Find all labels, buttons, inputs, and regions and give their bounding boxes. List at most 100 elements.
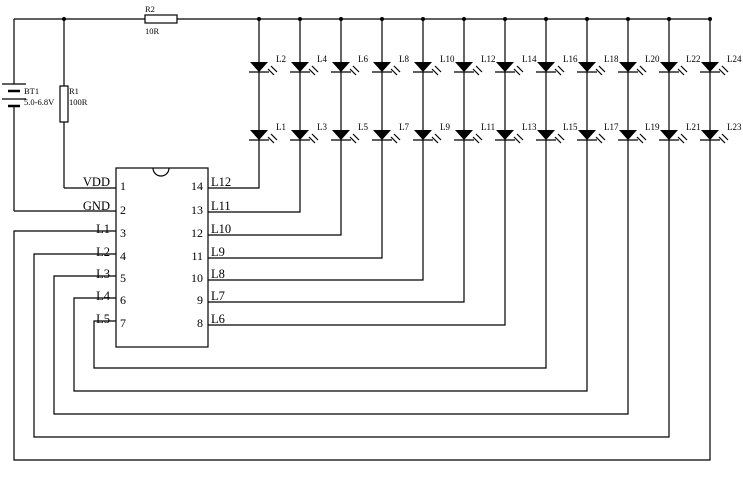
- pin-2-label: GND: [83, 199, 110, 213]
- led-top-label-8: L16: [563, 54, 578, 64]
- led-bottom-label-8: L15: [563, 122, 578, 132]
- led-top-l4: [290, 62, 319, 76]
- resistor-r1-name: R1: [69, 86, 79, 96]
- wire-pin-6: [73, 140, 588, 392]
- wire-pin-12: [208, 140, 342, 236]
- led-top-l20: [618, 62, 647, 76]
- led-top-label-6: L12: [481, 54, 496, 64]
- resistor-r1: R1 100R: [59, 85, 88, 123]
- led-top-label-12: L24: [727, 54, 742, 64]
- pin-14-label: L12: [211, 175, 231, 189]
- led-bottom-l9: [413, 130, 442, 144]
- chip-left-pins: 1 VDD 2 GND 3 L1 4 L2 5 L3 6 L4 7 L5: [83, 175, 126, 330]
- pin-12-number: 12: [191, 226, 203, 240]
- resistor-r2: R2 10R: [144, 4, 178, 36]
- pin-2-number: 2: [120, 203, 126, 217]
- led-bottom-label-9: L17: [604, 122, 619, 132]
- led-bottom-label-2: L3: [317, 122, 327, 132]
- led-bottom-l21: [659, 130, 688, 144]
- pin-3-number: 3: [120, 226, 126, 240]
- resistor-r2-name: R2: [145, 4, 155, 14]
- wire-pin-4: [33, 140, 670, 438]
- chip-right-pins: 14 L12 13 L11 12 L10 11 L9 10 L8 9 L7 8 L6: [191, 175, 231, 330]
- battery-bt1: BT1 5.0-6.8V: [2, 83, 55, 112]
- led-bottom-l23: [700, 130, 729, 144]
- resistor-r1-value: 100R: [69, 97, 88, 107]
- led-bottom-label-12: L23: [727, 122, 742, 132]
- pin-6-number: 6: [120, 293, 126, 307]
- pin-4-number: 4: [120, 249, 126, 263]
- led-bottom-label-5: L9: [440, 122, 450, 132]
- led-top-l12: [454, 62, 483, 76]
- pin-9-number: 9: [197, 293, 203, 307]
- wire-pin-8: [208, 140, 506, 326]
- pin-9-label: L7: [211, 289, 225, 303]
- pin-10-number: 10: [191, 271, 203, 285]
- wire-pin-7: [93, 140, 547, 369]
- supply-wiring: [13, 17, 710, 212]
- wire-pin-14: [208, 140, 260, 189]
- pin-1-number: 1: [120, 179, 126, 193]
- led-top-label-2: L4: [317, 54, 327, 64]
- led-bottom-label-7: L13: [522, 122, 537, 132]
- pin-11-number: 11: [191, 249, 203, 263]
- resistor-r2-value: 10R: [145, 26, 160, 36]
- led-bottom-l5: [331, 130, 360, 144]
- led-top-l10: [413, 62, 442, 76]
- led-top-label-5: L10: [440, 54, 455, 64]
- led-bottom-label-10: L19: [645, 122, 660, 132]
- battery-value: 5.0-6.8V: [24, 97, 55, 107]
- battery-name: BT1: [24, 86, 39, 96]
- led-top-l22: [659, 62, 688, 76]
- pin-4-label: L2: [96, 245, 110, 259]
- led-top-label-7: L14: [522, 54, 537, 64]
- led-top-l18: [577, 62, 606, 76]
- pin-10-label: L8: [211, 267, 225, 281]
- led-bottom-label-3: L5: [358, 122, 368, 132]
- led-top-label-9: L18: [604, 54, 619, 64]
- led-bottom-l15: [536, 130, 565, 144]
- led-bottom-label-6: L11: [481, 122, 495, 132]
- led-top-label-11: L22: [686, 54, 701, 64]
- pin-8-label: L6: [211, 312, 225, 326]
- led-array: L2L1L4L3L6L5L8L7L10L9L12L11L14L13L16L15L…: [249, 17, 742, 144]
- pin-5-label: L3: [96, 267, 110, 281]
- pin-12-label: L10: [211, 222, 231, 236]
- led-bottom-label-11: L21: [686, 122, 701, 132]
- led-top-label-3: L6: [358, 54, 368, 64]
- led-bottom-l7: [372, 130, 401, 144]
- led-bottom-l19: [618, 130, 647, 144]
- led-bottom-l3: [290, 130, 319, 144]
- pin-7-label: L5: [96, 312, 110, 326]
- led-top-label-1: L2: [276, 54, 286, 64]
- led-top-l6: [331, 62, 360, 76]
- pin-8-number: 8: [197, 316, 203, 330]
- pin-13-number: 13: [191, 203, 203, 217]
- wire-pin-3: [13, 140, 711, 461]
- led-top-l24: [700, 62, 729, 76]
- pin-6-label: L4: [96, 289, 111, 303]
- wire-pin-10: [208, 140, 424, 281]
- wire-pin-11: [208, 140, 383, 259]
- pin-7-number: 7: [120, 316, 126, 330]
- led-bottom-label-4: L7: [399, 122, 409, 132]
- return-wires: [13, 140, 711, 461]
- pin-3-label: L1: [96, 222, 110, 236]
- pin-14-number: 14: [191, 179, 203, 193]
- pin-11-label: L9: [211, 245, 225, 259]
- pin-5-number: 5: [120, 271, 126, 285]
- led-bottom-l11: [454, 130, 483, 144]
- ic-chip: [115, 167, 209, 348]
- led-top-l8: [372, 62, 401, 76]
- led-top-l2: [249, 62, 278, 76]
- wire-pin-9: [208, 140, 465, 303]
- pin-13-label: L11: [211, 199, 231, 213]
- pin-1-label: VDD: [83, 175, 110, 189]
- led-bottom-l13: [495, 130, 524, 144]
- led-bottom-label-1: L1: [276, 122, 286, 132]
- led-bottom-l17: [577, 130, 606, 144]
- led-top-label-10: L20: [645, 54, 660, 64]
- wire-pin-13: [208, 140, 301, 213]
- led-bottom-l1: [249, 130, 278, 144]
- led-top-l14: [495, 62, 524, 76]
